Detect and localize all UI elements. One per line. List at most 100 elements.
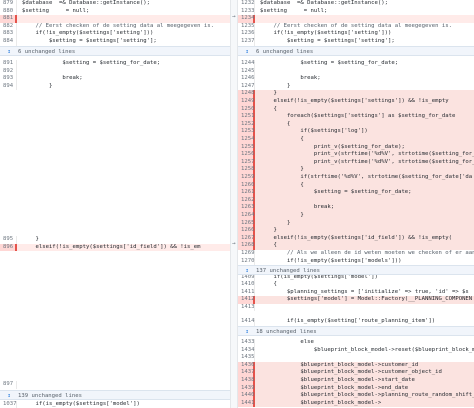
code-line: 1249 elseif(!is_empty($settings['setting…	[238, 98, 474, 106]
code-text: $setting = $settings['setting'];	[260, 38, 395, 44]
line-number[interactable]: 1245	[238, 67, 255, 76]
line-number[interactable]: 1235	[238, 22, 255, 31]
code-line: 1254 {	[238, 136, 474, 144]
unchanged-lines-fold[interactable]: ↕6 unchanged lines	[0, 46, 230, 56]
unfold-icon[interactable]: ↕	[245, 49, 249, 55]
line-number[interactable]: 1270	[238, 257, 255, 266]
line-number[interactable]: 880	[0, 7, 17, 16]
code-text: elseif(!is_empty($settings['id_field']) …	[260, 234, 452, 241]
code-line: 1257 print_v(strftime('%d%V', strtotime(…	[238, 158, 474, 167]
code-text: break;	[260, 75, 321, 82]
code-text: if(is_empty($settings['model'])	[22, 400, 140, 407]
line-number[interactable]: 1232	[238, 0, 255, 8]
line-number[interactable]: 883	[0, 30, 17, 38]
unfold-icon[interactable]: ↕	[7, 392, 11, 399]
line-number[interactable]: 1439	[238, 384, 255, 393]
line-number[interactable]: 1410	[238, 281, 255, 289]
line-number[interactable]: 884	[0, 38, 17, 46]
expand-arrow-icon[interactable]: →	[232, 240, 236, 247]
code-text: {	[260, 242, 277, 249]
line-number[interactable]: 1258	[238, 166, 255, 174]
line-number[interactable]: 881	[0, 15, 17, 23]
line-number[interactable]: 1256	[238, 151, 255, 159]
line-number[interactable]: 1438	[238, 377, 255, 385]
line-number[interactable]: 1433	[238, 339, 255, 347]
unchanged-lines-fold[interactable]: ↕18 unchanged lines	[238, 325, 474, 336]
code-text: $setting = $setting_for_date;	[260, 60, 399, 66]
line-number[interactable]: 1436	[238, 361, 255, 370]
line-number[interactable]: 1268	[238, 242, 255, 250]
code-text: {	[260, 181, 304, 188]
line-number[interactable]: 1255	[238, 143, 255, 152]
line-number[interactable]: 893	[0, 75, 17, 83]
line-number[interactable]: 1262	[238, 196, 255, 205]
expand-arrow-icon[interactable]: →	[232, 13, 236, 20]
line-number[interactable]: 1264	[238, 212, 255, 220]
line-number[interactable]: 891	[0, 60, 17, 68]
line-number[interactable]: 1237	[238, 38, 255, 46]
code-text: }	[260, 212, 304, 218]
code-text: $blueprint_block_model->start_date	[260, 377, 415, 383]
line-number[interactable]: 1251	[238, 113, 255, 121]
line-number[interactable]: 1260	[238, 181, 255, 190]
line-number[interactable]: 895	[0, 236, 17, 244]
line-number[interactable]: 1248	[238, 90, 255, 98]
line-number[interactable]: 1409	[238, 273, 255, 282]
code-line: 1253 if($settings['log'])	[238, 128, 474, 136]
unfold-icon[interactable]: ↕	[245, 267, 249, 274]
code-text: $planning_settings = ['initialize' => tr…	[260, 288, 469, 295]
line-number[interactable]: 1253	[238, 128, 255, 136]
code-line: 1413	[238, 303, 474, 312]
line-number[interactable]: 894	[0, 82, 17, 91]
line-number[interactable]: 897	[0, 381, 17, 389]
unchanged-lines-fold[interactable]: ↕139 unchanged lines	[0, 389, 230, 400]
line-number[interactable]: 896	[0, 243, 17, 252]
line-number[interactable]: 1259	[238, 174, 255, 182]
line-number[interactable]: 1246	[238, 75, 255, 83]
line-number[interactable]: 1411	[238, 288, 255, 297]
line-number[interactable]: 1412	[238, 296, 255, 304]
line-number[interactable]: 1441	[238, 399, 255, 408]
line-number[interactable]: 1257	[238, 158, 255, 167]
line-number[interactable]: 892	[0, 67, 17, 76]
line-number[interactable]: 1261	[238, 189, 255, 197]
line-number[interactable]: 1236	[238, 30, 255, 38]
code-line: 1437 $blueprint_block_model->customer_ob…	[238, 369, 474, 377]
line-number[interactable]: 1233	[238, 7, 255, 16]
code-line: 1244 $setting = $setting_for_date;	[238, 60, 474, 68]
code-text: {	[260, 281, 277, 288]
unfold-icon[interactable]: ↕	[245, 328, 249, 335]
code-line: 1248 }	[238, 90, 474, 98]
line-number[interactable]: 879	[0, 0, 17, 8]
code-text: if(is_empty($settings['model'])	[260, 273, 378, 280]
line-number[interactable]: 1247	[238, 82, 255, 91]
unfold-icon[interactable]: ↕	[7, 49, 11, 55]
line-number[interactable]: 1250	[238, 105, 255, 114]
code-text: // Als we alleen de id weten moeten we c…	[260, 250, 474, 256]
line-number[interactable]: 1437	[238, 369, 255, 377]
unchanged-lines-fold[interactable]: ↕6 unchanged lines	[238, 46, 474, 56]
line-number[interactable]: 1263	[238, 204, 255, 212]
code-text: break;	[22, 75, 83, 82]
code-text: $setting = $settings['setting'];	[22, 38, 157, 44]
line-number[interactable]: 1413	[238, 303, 255, 312]
line-number[interactable]: 1234	[238, 15, 255, 23]
unchanged-lines-fold[interactable]: ↕137 unchanged lines	[238, 264, 474, 275]
line-number[interactable]: 882	[0, 22, 17, 31]
line-number[interactable]: 1434	[238, 346, 255, 355]
code-line: 1267 elseif(!is_empty($settings['id_fiel…	[238, 234, 474, 243]
line-number[interactable]: 1269	[238, 250, 255, 258]
line-number[interactable]: 1267	[238, 234, 255, 243]
line-number[interactable]: 1265	[238, 219, 255, 228]
line-number[interactable]: 1037	[0, 400, 17, 408]
line-number[interactable]: 1266	[238, 227, 255, 235]
line-number[interactable]: 1414	[238, 318, 255, 326]
line-number[interactable]: 1244	[238, 60, 255, 68]
code-line: 1435	[238, 354, 474, 362]
line-number[interactable]: 1254	[238, 136, 255, 144]
line-number[interactable]: 1440	[238, 392, 255, 400]
line-number[interactable]: 1249	[238, 98, 255, 106]
line-number[interactable]: 1435	[238, 354, 255, 362]
line-number[interactable]: 1252	[238, 120, 255, 129]
code-text: print_v($setting_for_date);	[260, 143, 405, 150]
